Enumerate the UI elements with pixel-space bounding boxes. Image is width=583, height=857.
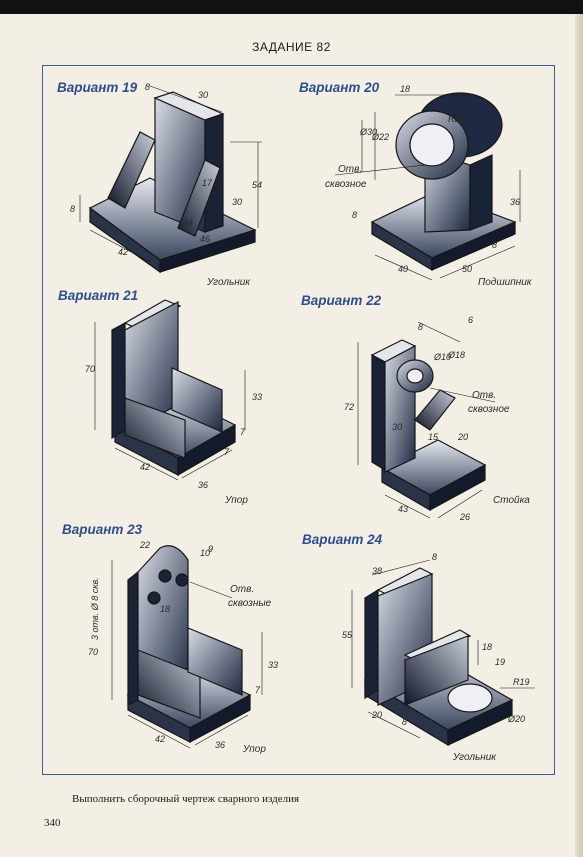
v21-dim-70: 70 <box>85 364 95 374</box>
scan-right-edge <box>575 14 583 857</box>
v24-dim-8b: 8 <box>402 717 407 727</box>
v20-dim-8a: 8 <box>352 210 357 220</box>
v22-dim-30: 30 <box>392 422 402 432</box>
v21-part-name: Упор <box>224 495 248 506</box>
v21-dim-42: 42 <box>140 462 150 472</box>
v21-dim-36: 36 <box>198 480 208 490</box>
variant-19-dim-labels: 8 30 54 30 17 34 8 42 46 Угольник <box>70 82 262 288</box>
variant-23-title: Вариант 23 <box>62 522 143 537</box>
v19-dim-34: 34 <box>183 218 193 228</box>
v22-dim-26: 26 <box>459 512 470 522</box>
v22-dim-d18: Ø18 <box>447 350 465 360</box>
v19-dim-46: 46 <box>200 234 210 244</box>
v22-hole-label-1: Отв. <box>472 390 496 401</box>
v21-dim-7a: 7 <box>118 390 124 400</box>
v22-dim-8b: 8 <box>380 458 385 468</box>
v24-dim-38: 38 <box>372 566 382 576</box>
variant-21-dim-labels: 70 7 33 7 42 36 7 Упор <box>85 364 262 506</box>
v20-part-name: Подшипник <box>478 277 533 288</box>
variant-22-title: Вариант 22 <box>301 293 382 308</box>
variant-20-drawing <box>334 92 521 281</box>
v20-dim-40: 40 <box>398 264 408 274</box>
drawing-frame <box>42 65 555 775</box>
variant-19-drawing <box>79 85 262 274</box>
v19-dim-8b: 8 <box>70 204 75 214</box>
v24-dim-20: 20 <box>371 710 382 720</box>
v20-dim-18: 18 <box>400 84 410 94</box>
v19-dim-54: 54 <box>252 180 262 190</box>
variant-21-drawing <box>94 299 246 481</box>
v20-dim-50: 50 <box>462 264 472 274</box>
page-title: ЗАДАНИЕ 82 <box>252 40 331 54</box>
v23-dim-42: 42 <box>155 734 165 744</box>
v23-dim-70: 70 <box>88 647 98 657</box>
v19-part-name: Угольник <box>206 277 251 288</box>
v23-holes-note: 3 отв. Ø 8 скв. <box>90 577 100 640</box>
v24-dim-8a: 8 <box>432 552 437 562</box>
variant-20-title: Вариант 20 <box>299 80 380 95</box>
v24-part-name: Угольник <box>452 752 497 763</box>
variant-22-dim-labels: 8 6 Ø10 Ø18 72 30 20 15 8 43 26 Отв. скв… <box>344 315 530 522</box>
variant-20-dim-labels: 18 Ø30 Ø22 R22 36 8 40 50 8 Отв. сквозно… <box>325 84 533 288</box>
v24-dim-18: 18 <box>482 642 492 652</box>
v19-dim-30a: 30 <box>198 90 208 100</box>
v19-dim-42: 42 <box>118 247 128 257</box>
v23-dim-7a: 7 <box>130 657 136 667</box>
v23-dim-7b: 7 <box>255 685 261 695</box>
v24-dim-19: 19 <box>495 657 505 667</box>
v21-dim-33: 33 <box>252 392 262 402</box>
v23-dim-10: 10 <box>200 548 210 558</box>
task-caption: Выполнить сборочный чертеж сварного изде… <box>72 793 300 805</box>
v22-part-name: Стойка <box>493 495 530 506</box>
variant-23-drawing <box>111 545 263 749</box>
v23-dim-33: 33 <box>268 660 278 670</box>
variant-21-title: Вариант 21 <box>58 288 139 303</box>
v24-dim-d20: Ø20 <box>507 714 525 724</box>
v19-dim-30b: 30 <box>232 197 242 207</box>
v20-dim-d22: Ø22 <box>371 132 389 142</box>
v23-dim-9: 9 <box>208 544 213 554</box>
v23-part-name: Упор <box>242 744 266 755</box>
v23-hole-label-1: Отв. <box>230 584 254 595</box>
v20-dim-8b: 8 <box>492 240 497 250</box>
page-number: 340 <box>44 817 61 829</box>
v20-hole-label-1: Отв. <box>338 164 362 175</box>
variant-22-drawing <box>357 321 496 519</box>
v24-dim-r19: R19 <box>513 677 530 687</box>
v20-hole-label-2: сквозное <box>325 179 367 190</box>
variant-24-title: Вариант 24 <box>302 532 383 547</box>
v23-dim-22: 22 <box>139 540 150 550</box>
variant-23-dim-labels: 22 10 9 18 70 7 33 7 42 36 3 отв. Ø 8 ск… <box>88 540 278 755</box>
v22-dim-43: 43 <box>398 504 408 514</box>
v22-hole-label-2: сквозное <box>468 404 510 415</box>
v21-dim-7c: 7 <box>224 447 230 457</box>
v21-dim-7b: 7 <box>240 427 246 437</box>
v23-dim-36: 36 <box>215 740 225 750</box>
v22-dim-d10: Ø10 <box>433 352 451 362</box>
v19-dim-17: 17 <box>202 178 213 188</box>
v22-dim-15: 15 <box>428 432 439 442</box>
v20-dim-36: 36 <box>510 197 520 207</box>
v19-dim-8a: 8 <box>145 82 150 92</box>
v22-dim-8a: 8 <box>418 322 423 332</box>
v22-dim-6: 6 <box>468 315 473 325</box>
v23-hole-label-2: сквозные <box>228 598 272 609</box>
v22-dim-20: 20 <box>457 432 468 442</box>
v20-dim-d30: Ø30 <box>359 127 377 137</box>
variant-24-dim-labels: 38 8 55 18 19 R19 20 8 Ø20 Угольник <box>342 552 530 763</box>
variant-19-title: Вариант 19 <box>57 80 138 95</box>
v24-dim-55: 55 <box>342 630 353 640</box>
v20-dim-r22: R22 <box>448 114 465 124</box>
v22-dim-72: 72 <box>344 402 354 412</box>
scan-top-edge <box>0 0 583 14</box>
v23-dim-18: 18 <box>160 604 170 614</box>
variant-24-drawing <box>351 559 535 747</box>
